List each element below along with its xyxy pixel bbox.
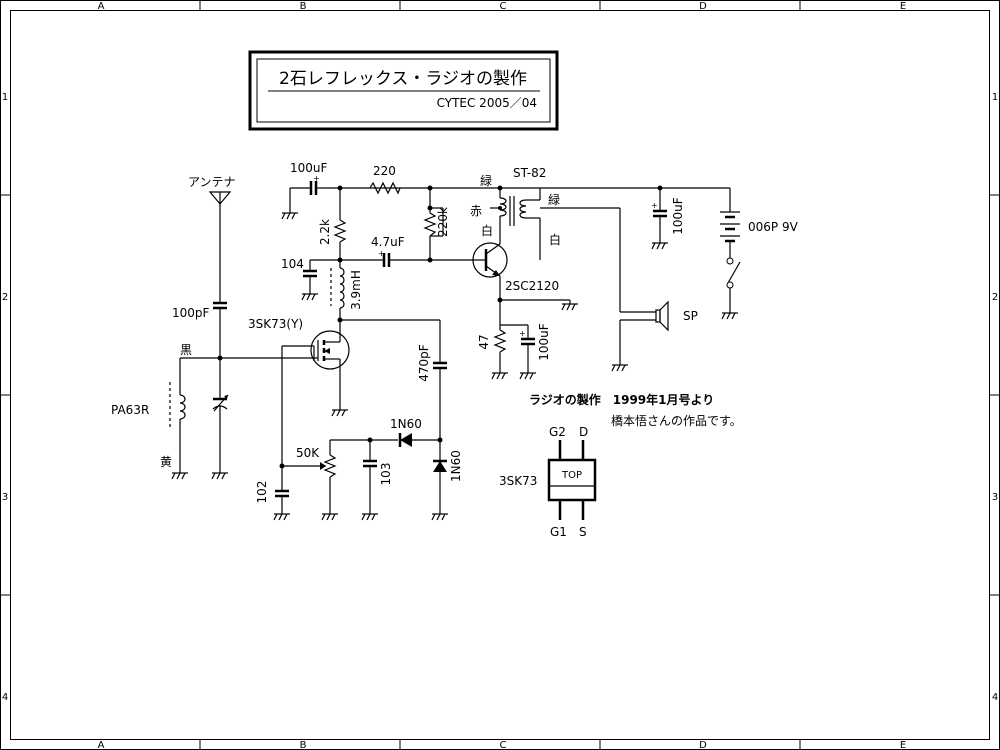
speaker: SP <box>611 300 698 372</box>
fet-3sk73: 3SK73(Y) <box>248 317 350 417</box>
label-c-100uf-emitter: 100uF <box>537 323 551 361</box>
frame-row-3-right: 3 <box>992 492 998 503</box>
supply-rail <box>322 185 730 191</box>
capacitor-100uf-right: + 100uF <box>651 188 685 250</box>
capacitor-103: 103 <box>361 440 393 521</box>
pin-d: D <box>579 425 588 439</box>
capacitor-470pf: 470pF <box>340 319 447 440</box>
label-c-104: 104 <box>281 257 304 271</box>
frame-col-d-bottom: D <box>699 740 707 750</box>
label-red: 赤 <box>470 204 482 218</box>
source-notes: ラジオの製作 1999年1月号より 橋本悟さんの作品です。 <box>529 392 742 428</box>
frame-row-1-left: 1 <box>2 92 8 103</box>
pinout-top-mark: TOP <box>561 470 582 481</box>
frame-col-a-bottom: A <box>98 740 105 750</box>
label-pa63r: PA63R <box>111 403 149 417</box>
frame-col-d-top: D <box>699 1 707 12</box>
label-black: 黒 <box>180 343 192 357</box>
variable-capacitor <box>211 358 229 480</box>
svg-text:+: + <box>378 249 385 258</box>
frame-row-1-right: 1 <box>992 92 998 103</box>
label-c-100pf: 100pF <box>172 306 210 320</box>
label-r-220k: 220k <box>436 207 450 237</box>
svg-text:+: + <box>519 329 526 338</box>
node-base-bias <box>309 257 383 270</box>
label-green-1: 緑 <box>480 173 492 188</box>
label-l-3m9h: 3.9mH <box>349 270 363 310</box>
capacitor-100uf-emitter: + 100uF <box>519 323 551 380</box>
label-r-47: 47 <box>477 334 491 349</box>
inductor-3m9h: 3.9mH <box>330 260 363 323</box>
note-author: 橋本悟さんの作品です。 <box>611 413 742 428</box>
label-c-102: 102 <box>255 481 269 504</box>
transistor-2sc2120: 2SC2120 <box>472 232 559 303</box>
pinout-part: 3SK73 <box>499 474 537 488</box>
resistor-220k: 220k <box>423 188 450 260</box>
label-r-2k2: 2.2k <box>318 219 332 245</box>
capacitor-100uf-top: + 100uF <box>281 161 328 220</box>
capacitor-104: 104 <box>281 257 318 301</box>
resistor-47: 47 <box>477 300 528 380</box>
subtitle-text: CYTEC 2005／04 <box>437 96 537 110</box>
resistor-2k2: 2.2k <box>318 188 347 260</box>
title-text: 2石レフレックス・ラジオの製作 <box>279 69 527 89</box>
label-battery: 006P 9V <box>748 220 799 234</box>
antenna: アンテナ <box>188 175 236 302</box>
transformer-st82: 緑 ST-82 赤 緑 白 白 <box>470 166 621 312</box>
frame-row-3-left: 3 <box>2 492 8 503</box>
bar-antenna-pa63r: PA63R 黄 <box>111 358 188 480</box>
frame-row-4-right: 4 <box>992 692 998 703</box>
svg-text:+: + <box>313 174 320 183</box>
label-r-220: 220 <box>373 164 396 178</box>
frame-col-c-top: C <box>500 1 507 12</box>
capacitor-102: 102 <box>255 346 290 521</box>
frame-col-e-top: E <box>900 1 906 12</box>
capacitor-100pf: 100pF <box>172 301 227 358</box>
note-source: ラジオの製作 1999年1月号より <box>529 392 714 407</box>
frame-row-2-left: 2 <box>2 292 8 303</box>
frame-row-2-right: 2 <box>992 292 998 303</box>
capacitor-4u7: + 4.7uF <box>371 235 475 267</box>
battery-006p: 006P 9V <box>720 188 799 258</box>
label-yellow: 黄 <box>160 455 172 469</box>
pin-g2: G2 <box>549 425 566 439</box>
frame-row-4-left: 4 <box>2 692 8 703</box>
frame-col-b-bottom: B <box>300 740 307 750</box>
node-gate1: 黒 <box>180 343 310 361</box>
label-white-2: 白 <box>549 232 561 247</box>
label-d-1n60-side: 1N60 <box>449 450 463 482</box>
label-c-470pf: 470pF <box>417 344 431 382</box>
frame-col-b-top: B <box>300 1 307 12</box>
pin-g1: G1 <box>550 525 567 539</box>
label-green-2: 緑 <box>548 192 560 207</box>
diode-1n60-series: 1N60 <box>330 417 443 447</box>
label-d-1n60-top: 1N60 <box>390 417 422 431</box>
label-c-4u7: 4.7uF <box>371 235 405 249</box>
potentiometer-50k: 50K <box>282 440 338 521</box>
label-tr-2sc2120: 2SC2120 <box>505 279 559 293</box>
pin-s: S <box>579 525 587 539</box>
ground-white-lead <box>500 228 578 311</box>
svg-text:+: + <box>651 201 658 210</box>
label-white-1: 白 <box>481 223 493 238</box>
label-speaker: SP <box>683 309 698 323</box>
label-c-103: 103 <box>379 463 393 486</box>
diode-1n60-shunt: 1N60 <box>431 440 463 521</box>
title-block: 2石レフレックス・ラジオの製作 CYTEC 2005／04 <box>248 50 559 131</box>
label-fet-3sk73y: 3SK73(Y) <box>248 317 303 331</box>
resistor-220: 220 <box>369 164 401 195</box>
frame-col-c-bottom: C <box>500 740 507 750</box>
power-switch <box>721 257 741 320</box>
pinout-3sk73: G2 D TOP 3SK73 G1 S <box>499 425 597 539</box>
label-st82: ST-82 <box>513 166 546 180</box>
frame-col-e-bottom: E <box>900 740 906 750</box>
label-vr-50k: 50K <box>296 446 320 460</box>
frame-col-a-top: A <box>98 1 105 12</box>
label-c-100uf-top: 100uF <box>290 161 328 175</box>
label-c-100uf-right: 100uF <box>671 197 685 235</box>
label-antenna: アンテナ <box>188 175 236 189</box>
